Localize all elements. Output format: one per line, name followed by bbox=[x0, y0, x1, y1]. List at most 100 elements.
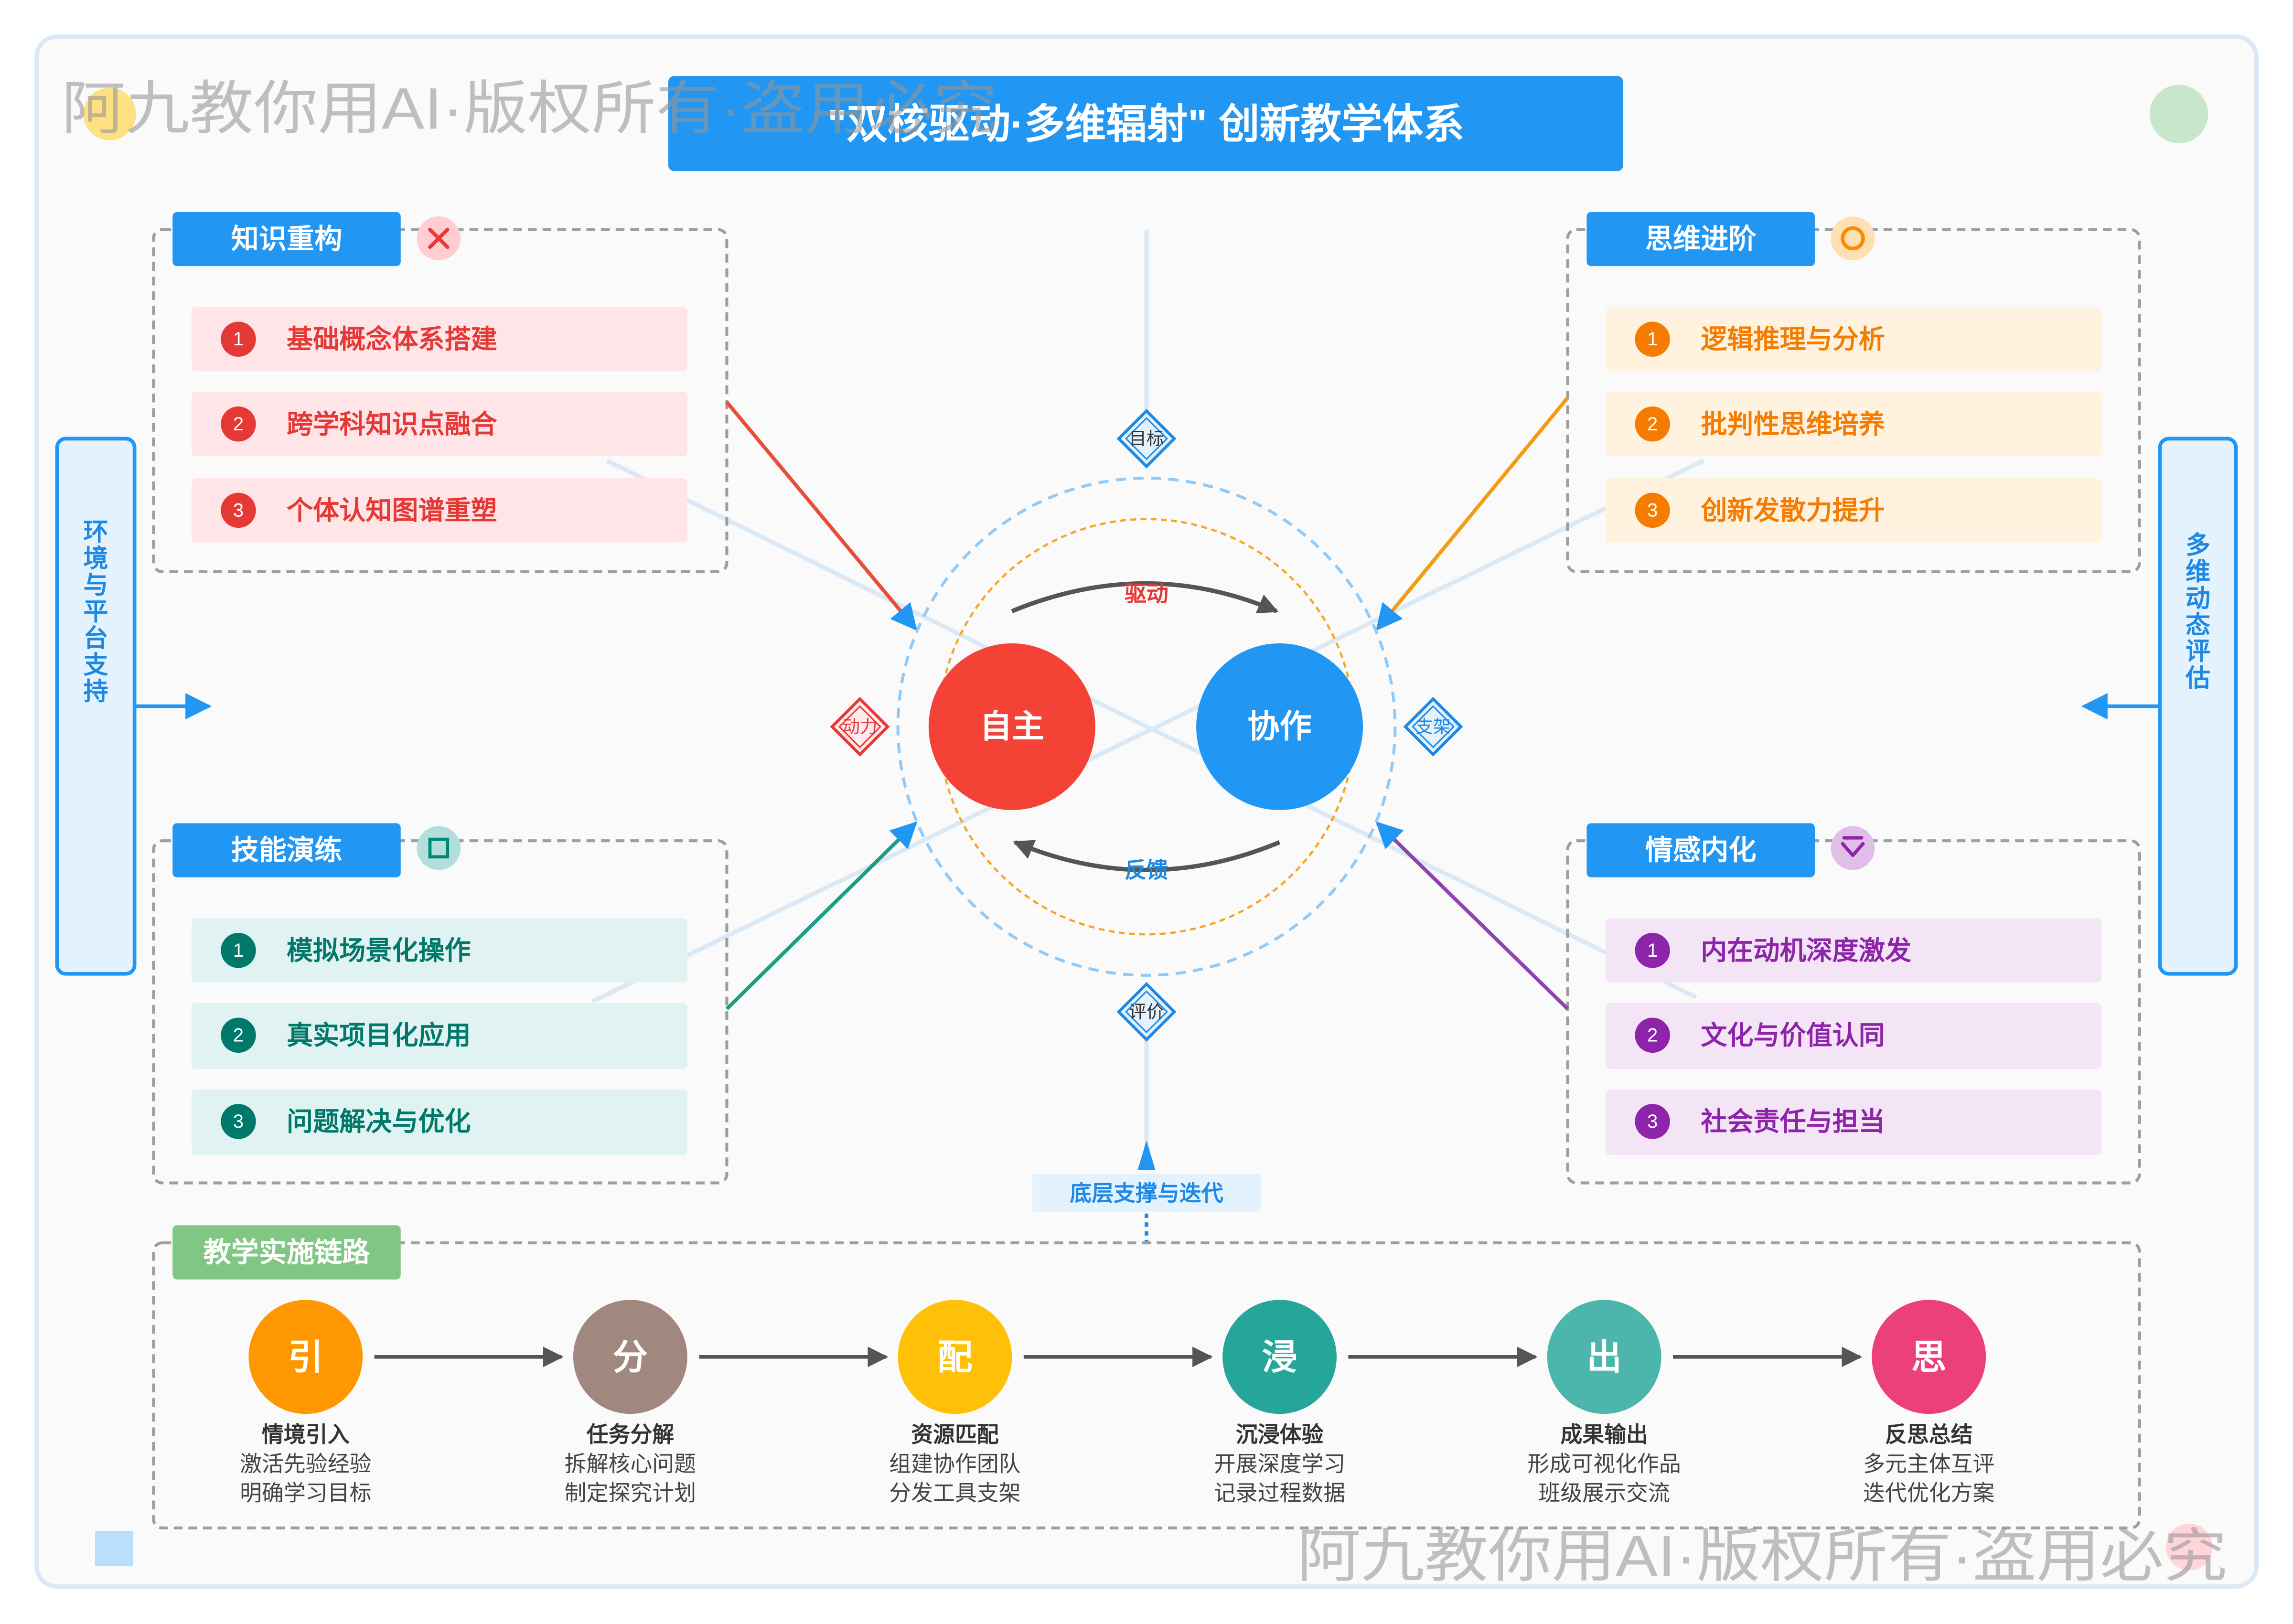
step-line: 激活先验经验 bbox=[240, 1451, 371, 1476]
core-collaboration-circle bbox=[1196, 643, 1363, 810]
close-icon bbox=[417, 216, 461, 260]
chain-frame bbox=[152, 1241, 2141, 1530]
module-item-background bbox=[1606, 478, 2101, 543]
node-motivation-inner bbox=[838, 705, 882, 748]
step-char: 分 bbox=[613, 1337, 648, 1377]
item-number-badge bbox=[221, 1104, 256, 1139]
step-line: 组建协作团队 bbox=[889, 1451, 1020, 1476]
chevron-down-icon-glyph bbox=[1841, 836, 1865, 857]
side-panel-right-label: 多维动态评估 bbox=[2185, 532, 2210, 693]
module-item: 1 基础概念体系搭建 bbox=[192, 307, 687, 372]
node-motivation-label: 动力 bbox=[842, 717, 877, 737]
module-item-background bbox=[192, 478, 687, 543]
chevron-down-icon bbox=[1831, 826, 1875, 870]
item-number-badge bbox=[1635, 1104, 1670, 1139]
node-goal: 目标 bbox=[1116, 408, 1177, 469]
core-collaboration-label: 协作 bbox=[1247, 709, 1312, 745]
step-line: 明确学习目标 bbox=[240, 1481, 371, 1506]
step-line: 迭代优化方案 bbox=[1863, 1481, 1994, 1506]
core-autonomy-circle bbox=[928, 643, 1095, 810]
circle-icon-glyph bbox=[1841, 226, 1865, 251]
drive-arc bbox=[1011, 581, 1279, 614]
module-item: 3 社会责任与担当 bbox=[1606, 1089, 2101, 1155]
step-line: 形成可视化作品 bbox=[1527, 1451, 1681, 1476]
chevron-down-icon-background bbox=[1831, 826, 1875, 870]
vertical-label-char: 估 bbox=[2185, 664, 2210, 692]
node-evaluation-label: 评价 bbox=[1129, 1002, 1164, 1022]
side-panel-left: 环境与平台支持 bbox=[55, 437, 212, 976]
module-item-background bbox=[192, 392, 687, 457]
side-panel-right-box bbox=[2158, 437, 2238, 976]
connector-skill-to-core bbox=[725, 821, 918, 1010]
item-number: 3 bbox=[1647, 500, 1658, 521]
chain-title: 教学实施链路 bbox=[204, 1237, 371, 1268]
item-label: 基础概念体系搭建 bbox=[287, 324, 497, 354]
step-char: 出 bbox=[1586, 1337, 1621, 1377]
module-item: 3 问题解决与优化 bbox=[192, 1089, 687, 1155]
side-panel-left-label: 环境与平台支持 bbox=[83, 518, 108, 705]
connector-thinking-to-core bbox=[1376, 396, 1569, 631]
base-up-arrow bbox=[1137, 1140, 1156, 1170]
module-item-background bbox=[1606, 1003, 2101, 1069]
item-number: 1 bbox=[233, 940, 244, 961]
side-panel-right: 多维动态评估 bbox=[2081, 437, 2238, 976]
module-title: 思维进阶 bbox=[1645, 224, 1757, 255]
item-label: 模拟场景化操作 bbox=[287, 936, 471, 965]
module-title: 知识重构 bbox=[231, 224, 343, 255]
implementation-chain: 教学实施链路 引 情境引入 激活先验经验 明确学习目标 分 任务分解 拆解核心问… bbox=[152, 1225, 2141, 1530]
vertical-label-char: 动 bbox=[2186, 585, 2210, 612]
module-item: 1 内在动机深度激发 bbox=[1606, 918, 2101, 983]
item-number: 3 bbox=[1647, 1111, 1658, 1132]
module-item: 2 批判性思维培养 bbox=[1606, 392, 2101, 457]
step-char: 思 bbox=[1911, 1337, 1946, 1377]
item-number-badge bbox=[1635, 321, 1670, 357]
decor-circle-pink bbox=[2165, 1523, 2213, 1571]
item-label: 文化与价值认同 bbox=[1701, 1020, 1885, 1050]
step-char: 配 bbox=[937, 1337, 972, 1377]
item-number: 1 bbox=[1647, 329, 1658, 350]
step-title: 成果输出 bbox=[1560, 1422, 1648, 1447]
module-knowledge: 知识重构 1 基础概念体系搭建 2 跨学科知识点融合 3 个体认知图谱重塑 bbox=[152, 212, 729, 573]
module-item: 2 真实项目化应用 bbox=[192, 1003, 687, 1069]
square-icon-glyph bbox=[428, 837, 450, 859]
decor-circle-yellow bbox=[83, 87, 136, 140]
circle-icon bbox=[1831, 216, 1875, 260]
item-number: 3 bbox=[233, 1111, 244, 1132]
item-label: 逻辑推理与分析 bbox=[1701, 324, 1885, 354]
item-number: 2 bbox=[233, 414, 244, 435]
node-motivation-diamond bbox=[830, 696, 890, 757]
vertical-label-char: 与 bbox=[83, 572, 108, 599]
item-number-badge bbox=[221, 1017, 256, 1053]
item-number: 1 bbox=[233, 329, 244, 350]
vertical-label-char: 境 bbox=[83, 545, 108, 573]
module-item: 2 文化与价值认同 bbox=[1606, 1003, 2101, 1069]
module-title: 技能演练 bbox=[231, 835, 343, 866]
item-label: 创新发散力提升 bbox=[1701, 495, 1885, 525]
module-header-tab bbox=[172, 212, 401, 267]
core-autonomy-label: 自主 bbox=[980, 709, 1044, 745]
node-motivation: 动力 bbox=[830, 696, 890, 757]
step-char: 引 bbox=[288, 1337, 323, 1377]
node-goal-inner bbox=[1125, 417, 1168, 460]
module-header-tab bbox=[172, 823, 401, 877]
item-number-badge bbox=[221, 406, 256, 442]
step-title: 任务分解 bbox=[587, 1422, 675, 1447]
module-item-background bbox=[1606, 1089, 2101, 1155]
step-circle bbox=[1222, 1300, 1337, 1414]
module-item: 1 模拟场景化操作 bbox=[192, 918, 687, 983]
module-skill: 技能演练 1 模拟场景化操作 2 真实项目化应用 3 问题解决与优化 bbox=[152, 823, 729, 1185]
item-label: 真实项目化应用 bbox=[287, 1020, 471, 1050]
step-title: 资源匹配 bbox=[911, 1422, 999, 1447]
item-number-badge bbox=[221, 933, 256, 968]
node-goal-label: 目标 bbox=[1129, 429, 1164, 449]
step-line: 制定探究计划 bbox=[565, 1481, 696, 1506]
vertical-label-char: 评 bbox=[2186, 638, 2210, 666]
step-circle bbox=[1872, 1300, 1986, 1414]
item-number: 2 bbox=[233, 1025, 244, 1046]
module-item: 2 跨学科知识点融合 bbox=[192, 392, 687, 457]
faint-diagonal-line-b bbox=[591, 459, 1705, 1004]
node-evaluation: 评价 bbox=[1116, 982, 1177, 1042]
chain-step: 分 任务分解 拆解核心问题 制定探究计划 bbox=[565, 1300, 696, 1506]
module-item: 3 创新发散力提升 bbox=[1606, 478, 2101, 543]
